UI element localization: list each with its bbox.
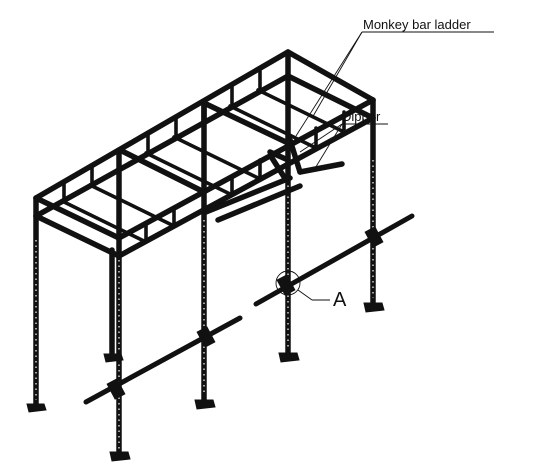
label-dipper: Dipper [342, 109, 381, 124]
leader-lines [295, 31, 494, 301]
foot-front-right [278, 352, 300, 363]
foot-back-left [26, 403, 47, 413]
label-detail-a: A [333, 289, 347, 311]
label-monkey-bar-ladder: Monkey bar ladder [363, 17, 471, 32]
foot-back-mid [194, 399, 216, 410]
foot-inner [103, 353, 124, 363]
detail-a-circle [275, 270, 301, 296]
foot-back-right [363, 302, 385, 313]
top-frame [33, 49, 376, 259]
base-plates [26, 302, 385, 462]
dipper [203, 137, 345, 223]
monkey-bar-rungs [60, 69, 346, 244]
foot-front-left [109, 451, 131, 462]
barbells [83, 213, 415, 405]
